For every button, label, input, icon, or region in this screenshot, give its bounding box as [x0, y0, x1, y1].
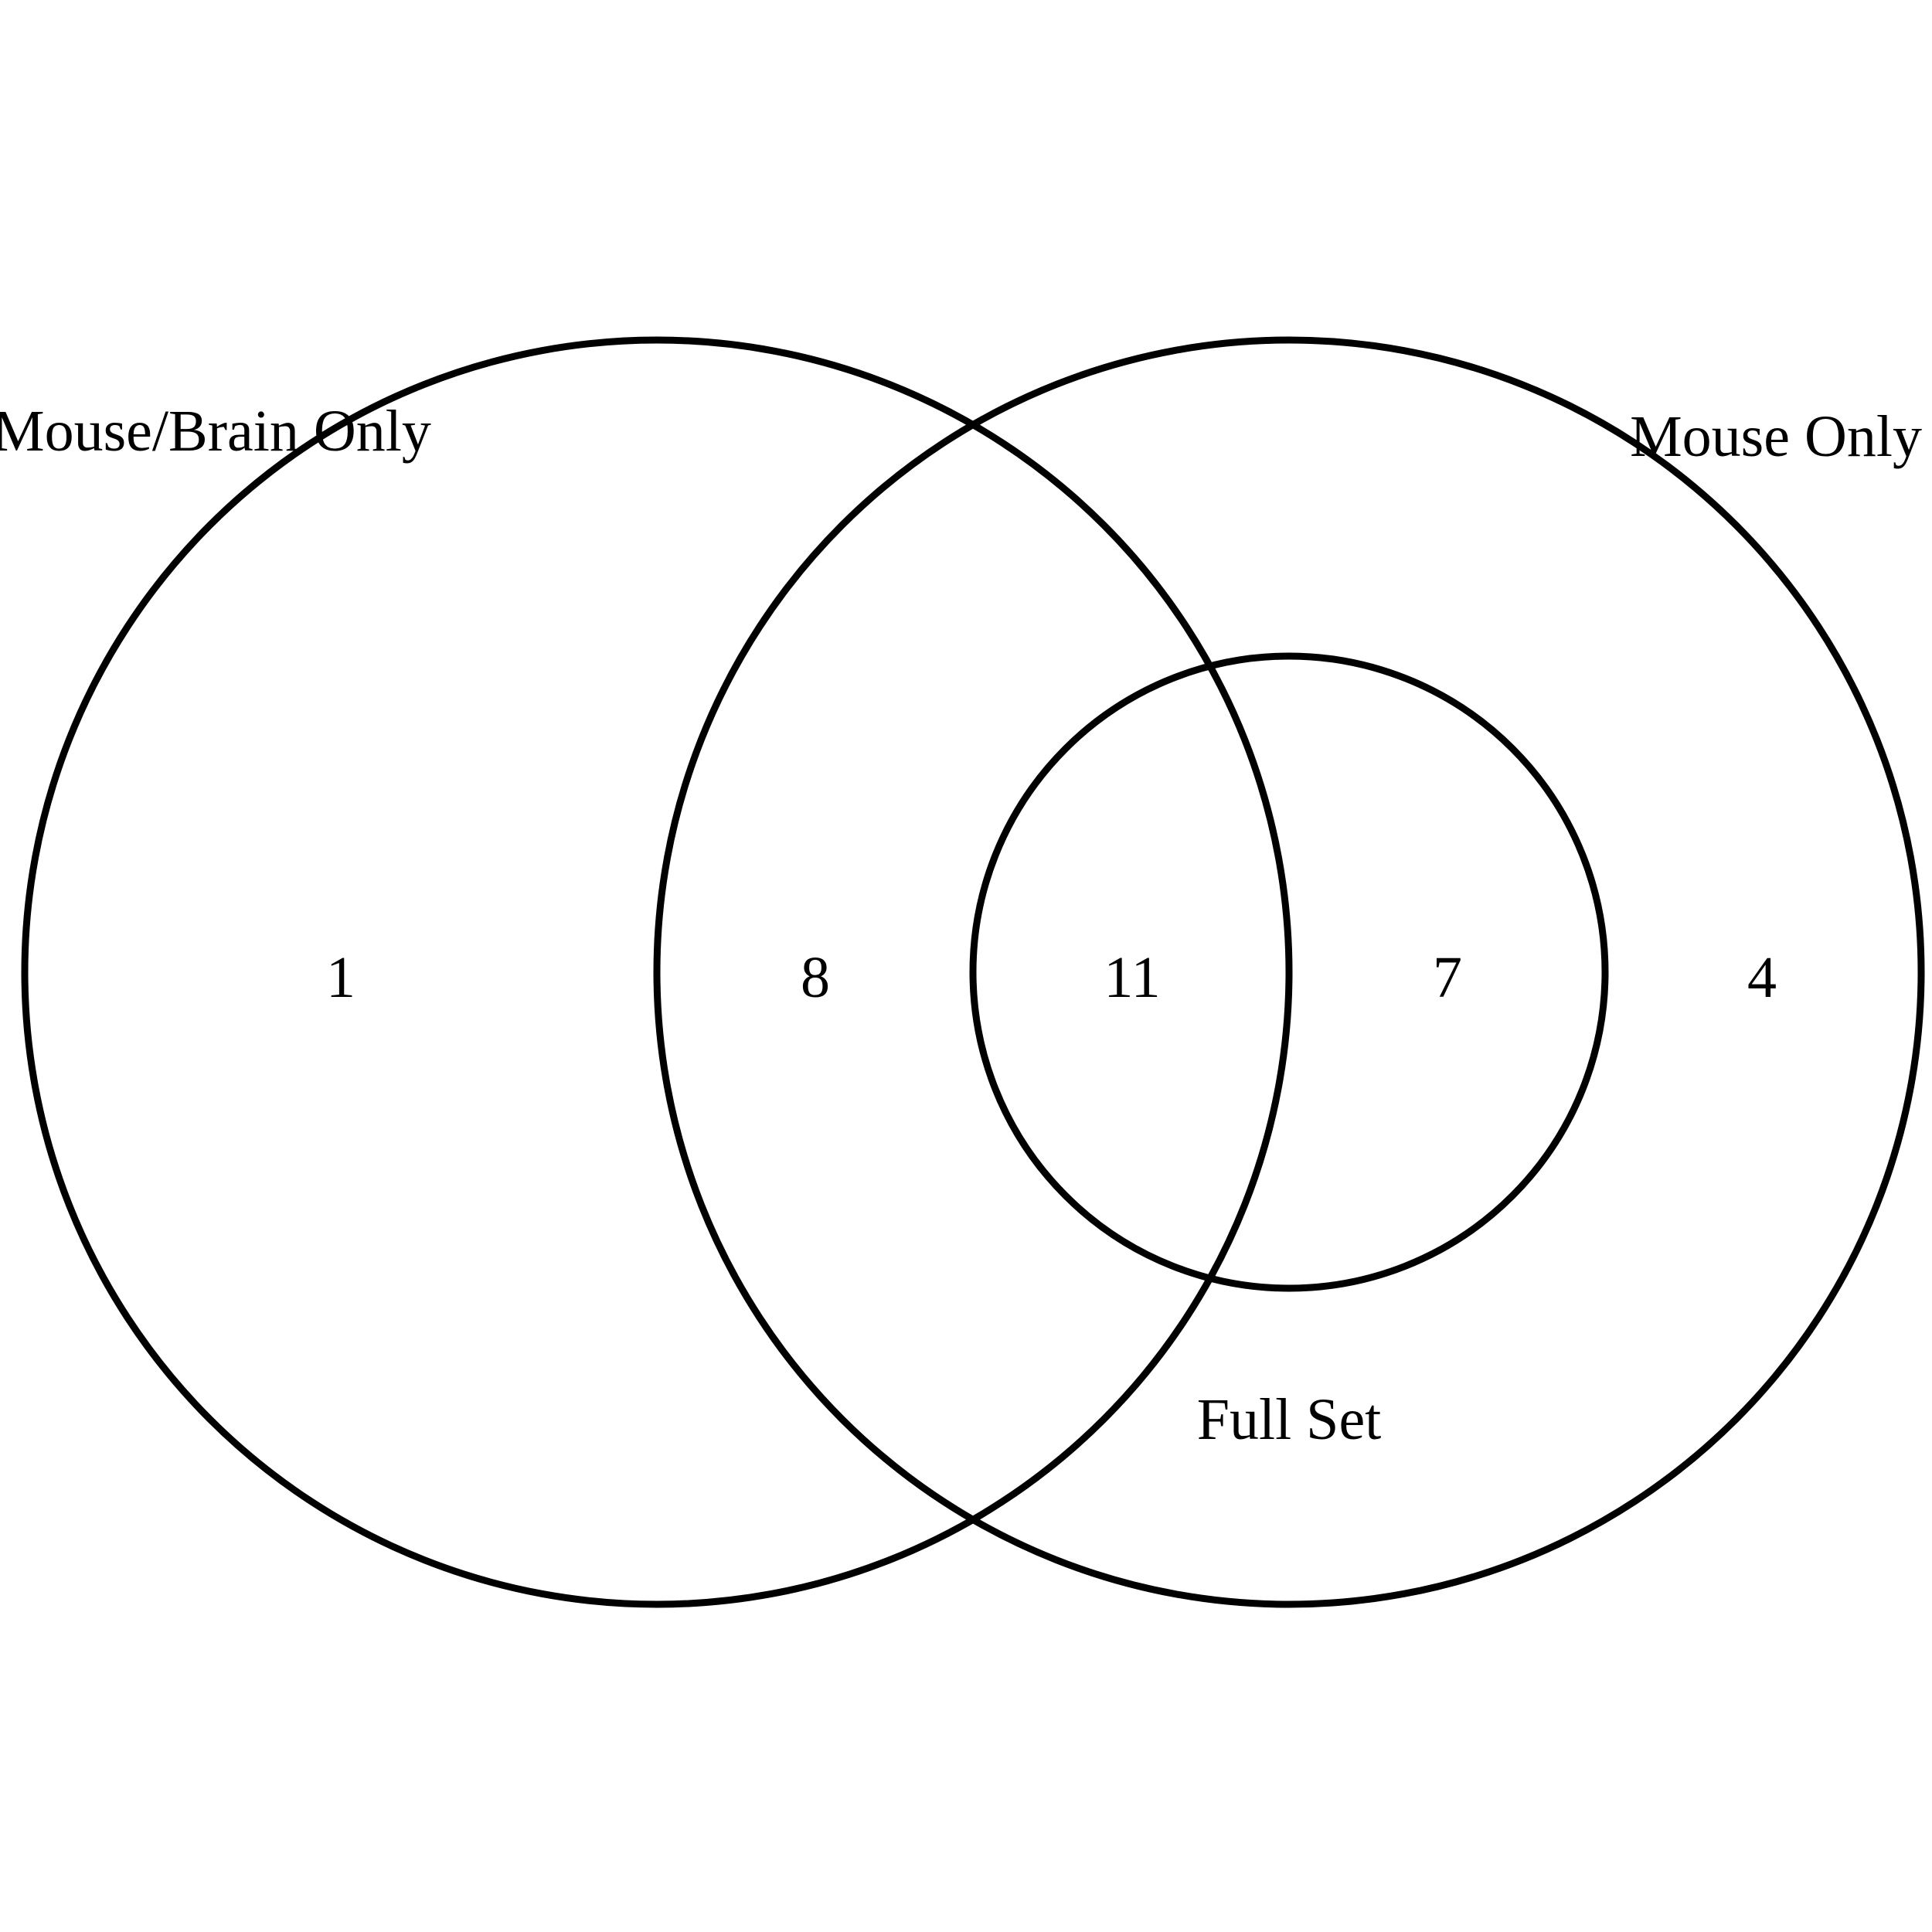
count-mouse-brain-only: 1 — [326, 945, 355, 1010]
count-mouse-brain-and-mouse: 8 — [801, 945, 830, 1010]
circle-mouse-brain-only — [21, 336, 1293, 1608]
label-mouse-brain-only: Mouse/Brain Only — [0, 399, 431, 464]
count-mouse-and-full-set: 7 — [1433, 945, 1462, 1010]
label-mouse-only: Mouse Only — [1630, 404, 1922, 469]
circle-full-set — [969, 652, 1609, 1292]
count-all-three: 11 — [1104, 945, 1160, 1010]
circle-mouse-only — [653, 336, 1925, 1608]
count-mouse-only: 4 — [1747, 945, 1777, 1010]
label-full-set: Full Set — [1197, 1387, 1382, 1452]
